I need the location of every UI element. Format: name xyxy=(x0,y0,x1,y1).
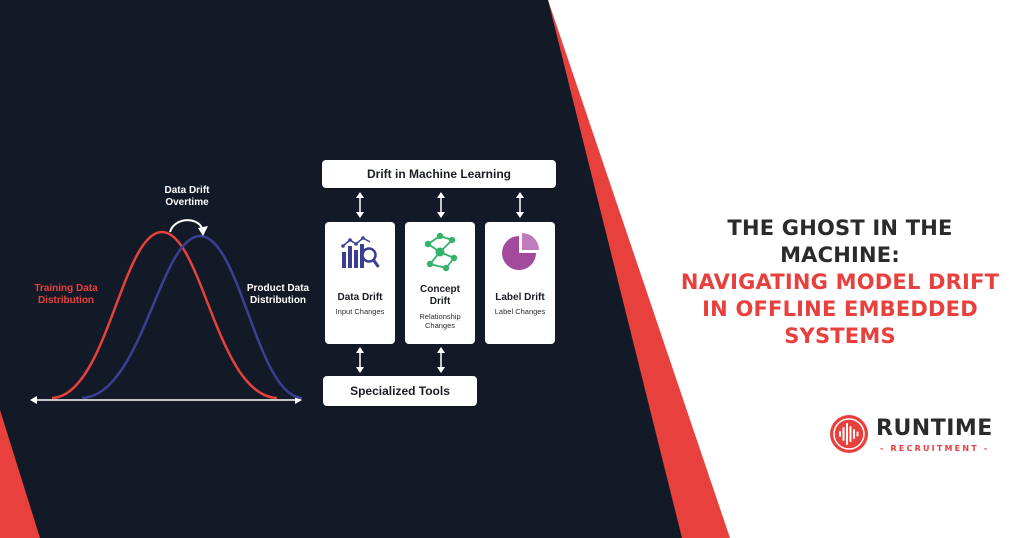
training-distribution-curve xyxy=(51,230,278,400)
drift-arrow-head xyxy=(198,226,208,236)
headline-line-1: THE GHOST IN THE xyxy=(727,216,953,240)
data-drift-card: Data Drift Input Changes xyxy=(325,222,395,344)
runtime-recruitment-logo[interactable]: RUNTIME - RECRUITMENT - xyxy=(828,413,998,458)
specialized-tools-box: Specialized Tools xyxy=(323,376,477,406)
red-corner xyxy=(0,410,40,538)
logo-name: RUNTIME xyxy=(876,416,993,441)
concept-drift-title: Concept Drift xyxy=(420,284,460,307)
product-data-label: Product Data Distribution xyxy=(246,283,310,306)
headline-line-4: IN OFFLINE EMBEDDED xyxy=(702,297,978,321)
data-drift-subtitle: Input Changes xyxy=(335,307,385,316)
headline-line-5: SYSTEMS xyxy=(784,324,896,348)
drift-in-ml-box: Drift in Machine Learning xyxy=(322,160,556,188)
label-drift-card: Label Drift Label Changes xyxy=(485,222,555,344)
drift-arrow xyxy=(169,219,203,233)
headline-line-2: MACHINE: xyxy=(780,243,900,267)
data-drift-title: Data Drift xyxy=(337,292,383,303)
distribution-curves xyxy=(30,219,303,404)
concept-drift-card: Concept Drift Relationship Changes xyxy=(405,222,475,344)
pie-chart-icon xyxy=(502,233,539,270)
network-graph-icon xyxy=(424,232,458,272)
product-distribution-curve xyxy=(81,234,303,400)
logo-tagline: - RECRUITMENT - xyxy=(880,444,990,453)
label-drift-title: Label Drift xyxy=(495,292,545,303)
double-arrow-icon xyxy=(356,192,364,218)
drift-over-time-label: Data Drift Overtime xyxy=(164,185,210,208)
label-drift-subtitle: Label Changes xyxy=(494,307,546,316)
drift-diagram: Data Drift Overtime Training Data Distri… xyxy=(12,112,587,442)
double-arrow-icon xyxy=(437,347,445,373)
double-arrow-icon xyxy=(437,192,445,218)
specialized-tools-title: Specialized Tools xyxy=(350,384,450,398)
bar-chart-magnifier-icon xyxy=(341,236,380,268)
double-arrow-icon xyxy=(516,192,524,218)
soundwave-circle-icon xyxy=(830,415,868,453)
headline: THE GHOST IN THE MACHINE: NAVIGATING MOD… xyxy=(655,215,1024,350)
headline-line-3: NAVIGATING MODEL DRIFT xyxy=(680,270,1000,294)
double-arrow-icon xyxy=(356,347,364,373)
training-data-label: Training Data Distribution xyxy=(34,283,98,306)
concept-drift-subtitle: Relationship Changes xyxy=(419,312,461,330)
x-axis-arrow-left xyxy=(30,396,37,404)
drift-in-ml-title: Drift in Machine Learning xyxy=(366,167,511,181)
